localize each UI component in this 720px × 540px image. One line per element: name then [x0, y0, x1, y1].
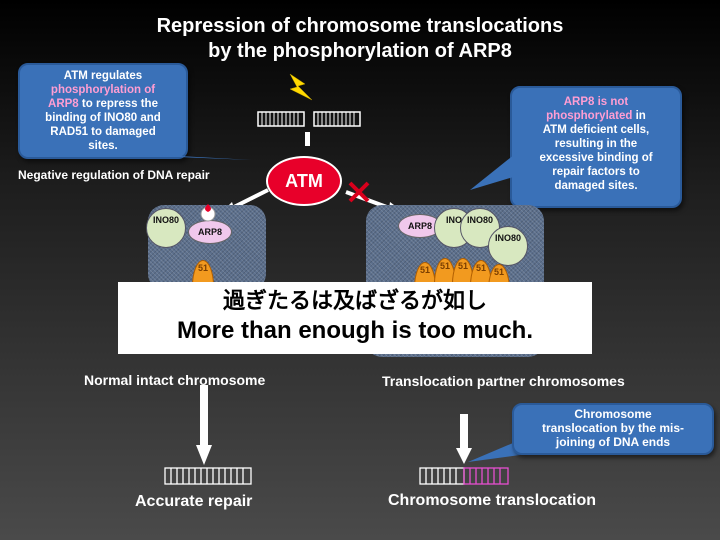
- arp8-left: ARP8: [188, 220, 232, 244]
- negative-regulation-label: Negative regulation of DNA repair: [18, 168, 210, 182]
- callout-bottom-line: translocation by the mis-: [541, 421, 685, 435]
- phosphate-icon: [200, 204, 216, 222]
- arrow-down-left-head: [196, 445, 212, 465]
- callout-arp8-not-phosphorylated: ARP8 is not phosphorylated in ATM defici…: [510, 86, 682, 208]
- right-branch-label: Translocation partner chromosomes: [382, 373, 625, 389]
- title-line-2: by the phosphorylation of ARP8: [208, 40, 512, 62]
- arrow-down-right: [460, 414, 468, 450]
- callout-right-line: ATM deficient cells,: [542, 124, 650, 136]
- repaired-dna-icon: [164, 467, 252, 485]
- callout-right-line: ARP8 is not: [563, 96, 629, 108]
- callout-left-line: sites.: [88, 140, 118, 152]
- quote-japanese: 過ぎたるは及ばざるが如し: [222, 289, 487, 314]
- broken-dna-icon: [257, 111, 361, 127]
- ino80-right-3: INO80: [488, 226, 528, 266]
- left-branch-label: Normal intact chromosome: [84, 372, 266, 388]
- arrow-down-right-head: [456, 448, 472, 464]
- atm-node: ATM: [266, 156, 342, 206]
- ino80-left: INO80: [146, 208, 186, 248]
- callout-right-line: repair factors to: [552, 166, 640, 178]
- callout-left-line: phosphorylation of: [50, 84, 156, 96]
- callout-bottom-line: joining of DNA ends: [555, 435, 671, 449]
- rad51-label: 51: [197, 263, 208, 273]
- lightning-bolt-icon: [289, 73, 313, 101]
- outcome-accurate-repair: Accurate repair: [135, 493, 253, 510]
- rad51-label: 51: [457, 261, 468, 271]
- atm-label: ATM: [285, 170, 323, 191]
- callout-right-line: excessive binding of: [539, 152, 653, 164]
- callout-right-pointer: [470, 150, 520, 190]
- arrow-down-left: [200, 385, 208, 445]
- callout-bottom-pointer: [468, 440, 520, 462]
- translocated-dna-icon: [419, 467, 509, 485]
- ino-label: INO: [445, 215, 462, 225]
- quote-box: 過ぎたるは及ばざるが如し More than enough is too muc…: [118, 282, 592, 354]
- callout-chromosome-translocation: Chromosome translocation by the mis- joi…: [512, 403, 714, 455]
- quote-english: More than enough is too much.: [177, 317, 533, 344]
- callout-left-line: RAD51 to damaged: [50, 126, 156, 138]
- callout-left-line: to repress the: [78, 98, 158, 110]
- rad51-label: 51: [419, 265, 430, 275]
- rad51-label: 51: [475, 263, 486, 273]
- callout-right-line: in: [632, 110, 646, 122]
- title-line-1: Repression of chromosome translocations: [156, 15, 564, 37]
- arp8-label: ARP8: [407, 221, 432, 231]
- ino80-label: INO80: [494, 233, 521, 243]
- ino80-label: INO80: [466, 215, 493, 225]
- callout-right-line: damaged sites.: [554, 180, 638, 192]
- ino80-label: INO80: [152, 215, 179, 225]
- outcome-chromosome-translocation: Chromosome translocation: [388, 492, 597, 509]
- callout-left-arp8: ARP8: [48, 98, 79, 110]
- blocked-cross-icon: [348, 181, 370, 203]
- rad51-label: 51: [439, 261, 450, 271]
- callout-right-line: phosphorylated: [546, 110, 633, 122]
- callout-atm-regulates: ATM regulates phosphorylation of ARP8 to…: [18, 63, 188, 159]
- rad51-label: 51: [493, 267, 504, 277]
- callout-left-pointer: [130, 155, 252, 160]
- arrow-dna-to-atm: [305, 132, 310, 146]
- callout-left-line: binding of INO80 and: [45, 112, 161, 124]
- callout-bottom-line: Chromosome: [574, 407, 652, 421]
- callout-right-line: resulting in the: [554, 138, 638, 150]
- callout-left-line: ATM regulates: [63, 70, 143, 82]
- arp8-label: ARP8: [197, 227, 222, 237]
